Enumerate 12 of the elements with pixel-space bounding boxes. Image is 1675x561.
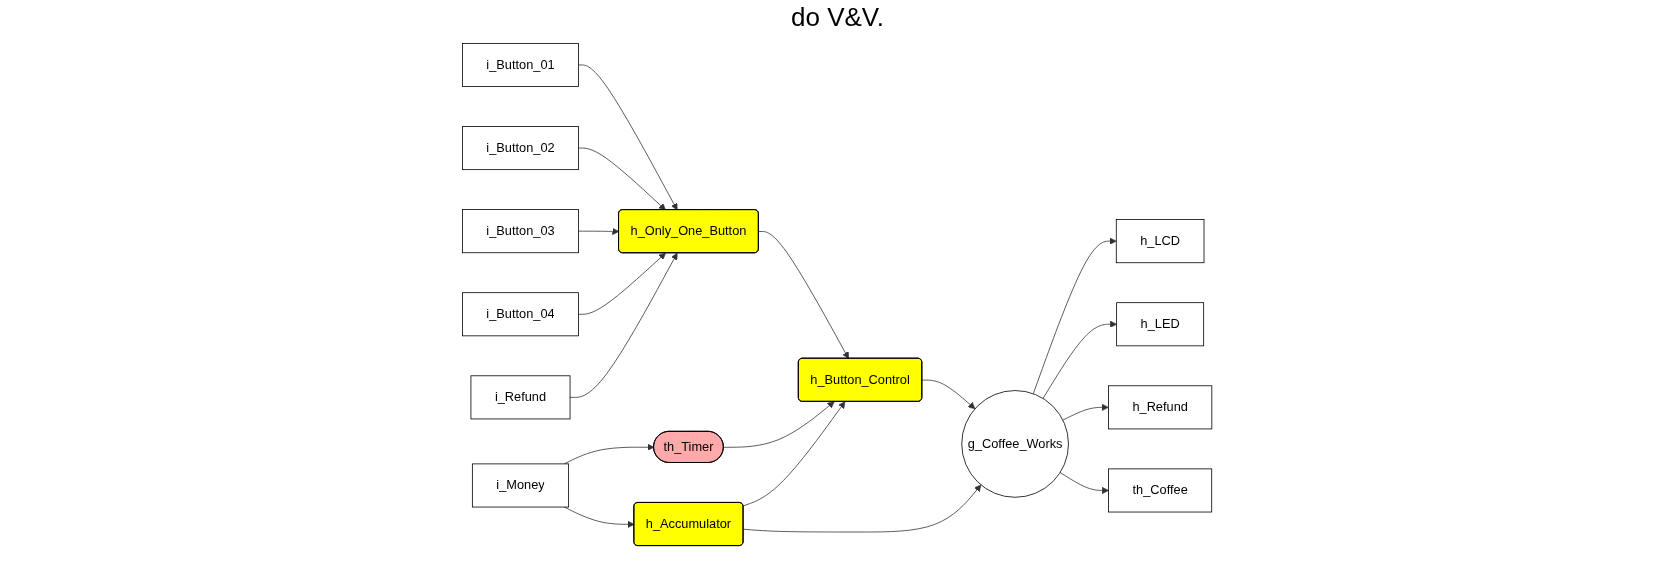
node-box: h_LED (1116, 301, 1205, 346)
node-box: i_Button_02 (462, 125, 580, 170)
node-box: i_Button_03 (462, 208, 580, 253)
node-box: i_Button_04 (462, 291, 580, 336)
node-box: i_Button_01 (462, 42, 580, 87)
note-text: do V&V. (791, 2, 884, 32)
node-box: i_Money (472, 463, 570, 507)
node-box: h_LCD (1116, 218, 1205, 263)
node-box: th_Coffee (1108, 468, 1213, 512)
node-box: i_Refund (470, 374, 571, 419)
node-circle: g_Coffee_Works (961, 389, 1070, 498)
node-box: h_Refund (1108, 384, 1213, 429)
